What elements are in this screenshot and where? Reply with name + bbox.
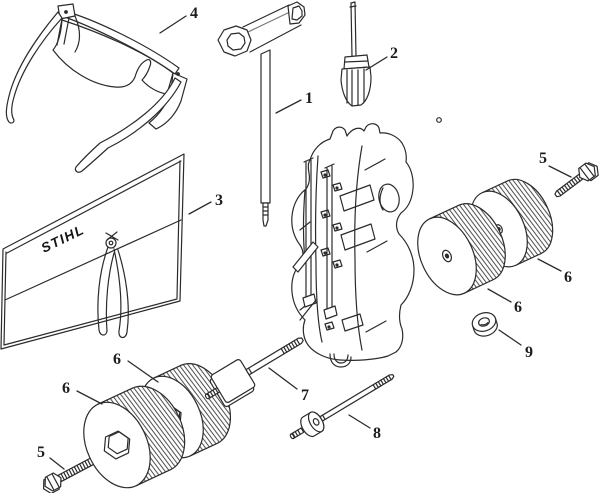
glasses-lens bbox=[52, 19, 174, 95]
callout-label-3: 3 bbox=[215, 192, 223, 209]
part-tool-pouch: STIHL bbox=[0, 153, 185, 350]
leader-6-right-outer bbox=[537, 258, 562, 272]
glasses-left-temple bbox=[5, 11, 63, 124]
wrench-shaft bbox=[260, 49, 271, 204]
stud-shaft bbox=[319, 374, 395, 422]
housing-bottom-hook bbox=[329, 353, 352, 368]
callout-label-9: 9 bbox=[525, 344, 533, 361]
callout-label-2: 2 bbox=[390, 45, 398, 62]
callout-label-6-bottom-front: 6 bbox=[62, 380, 70, 397]
part-axle-screw bbox=[204, 337, 304, 408]
wheel-hub-hole bbox=[441, 249, 453, 263]
callout-label-6-bottom-back: 6 bbox=[113, 351, 121, 368]
screwdriver-blade bbox=[350, 1, 357, 58]
pouch-tie-string bbox=[97, 246, 115, 336]
callout-label-6-right-outer: 6 bbox=[564, 269, 572, 286]
callout-label-1: 1 bbox=[305, 90, 313, 107]
screwdriver-handle bbox=[340, 66, 372, 107]
housing-top-pin bbox=[436, 117, 442, 123]
part-nut bbox=[471, 312, 498, 337]
housing-oval-boss bbox=[378, 183, 400, 213]
callout-label-5-top: 5 bbox=[539, 150, 547, 167]
callout-label-7: 7 bbox=[301, 387, 309, 404]
callout-label-6-right-inner: 6 bbox=[514, 299, 522, 316]
leader-9 bbox=[498, 329, 522, 346]
part-screwdriver bbox=[340, 1, 372, 107]
housing-outline bbox=[291, 123, 415, 361]
part-stud-screw bbox=[289, 374, 395, 440]
housing-mount-holes bbox=[320, 169, 343, 331]
axle-shaft bbox=[245, 337, 304, 376]
callout-labels: 4 1 2 3 5 6 6 9 6 6 5 7 8 bbox=[37, 5, 572, 461]
part-socket-wrench bbox=[217, 1, 306, 227]
part-safety-glasses bbox=[5, 3, 188, 173]
leader-6-bottom-back bbox=[127, 360, 159, 383]
leader-5-bottom bbox=[49, 457, 65, 470]
leader-5-top bbox=[548, 165, 572, 178]
bolt-head bbox=[44, 472, 62, 492]
leader-6-right-inner bbox=[487, 288, 512, 303]
leader-6-bottom-front bbox=[76, 390, 103, 405]
leader-8 bbox=[348, 414, 371, 429]
bolt-head bbox=[578, 162, 596, 182]
glasses-right-temple bbox=[74, 77, 182, 173]
callout-label-5-bottom: 5 bbox=[37, 444, 45, 461]
leader-2 bbox=[365, 56, 388, 71]
part-wheel-right-front bbox=[417, 203, 506, 296]
leader-4 bbox=[159, 15, 187, 34]
callout-leader-lines bbox=[49, 15, 572, 470]
housing-rail-left bbox=[303, 157, 314, 301]
part-roller-housing bbox=[291, 117, 442, 368]
leader-7 bbox=[268, 367, 298, 390]
callout-label-4: 4 bbox=[190, 5, 198, 22]
leader-3 bbox=[188, 201, 212, 215]
callout-label-8: 8 bbox=[373, 425, 381, 442]
housing-rail-right bbox=[324, 163, 335, 313]
leader-1 bbox=[275, 99, 302, 114]
wheel-hex-hole bbox=[103, 430, 131, 460]
wrench-socket-end bbox=[217, 25, 252, 57]
part-bolt-top-right bbox=[554, 162, 599, 198]
part-wheel-bottom-front bbox=[83, 385, 186, 489]
pouch-grommet bbox=[105, 237, 117, 249]
